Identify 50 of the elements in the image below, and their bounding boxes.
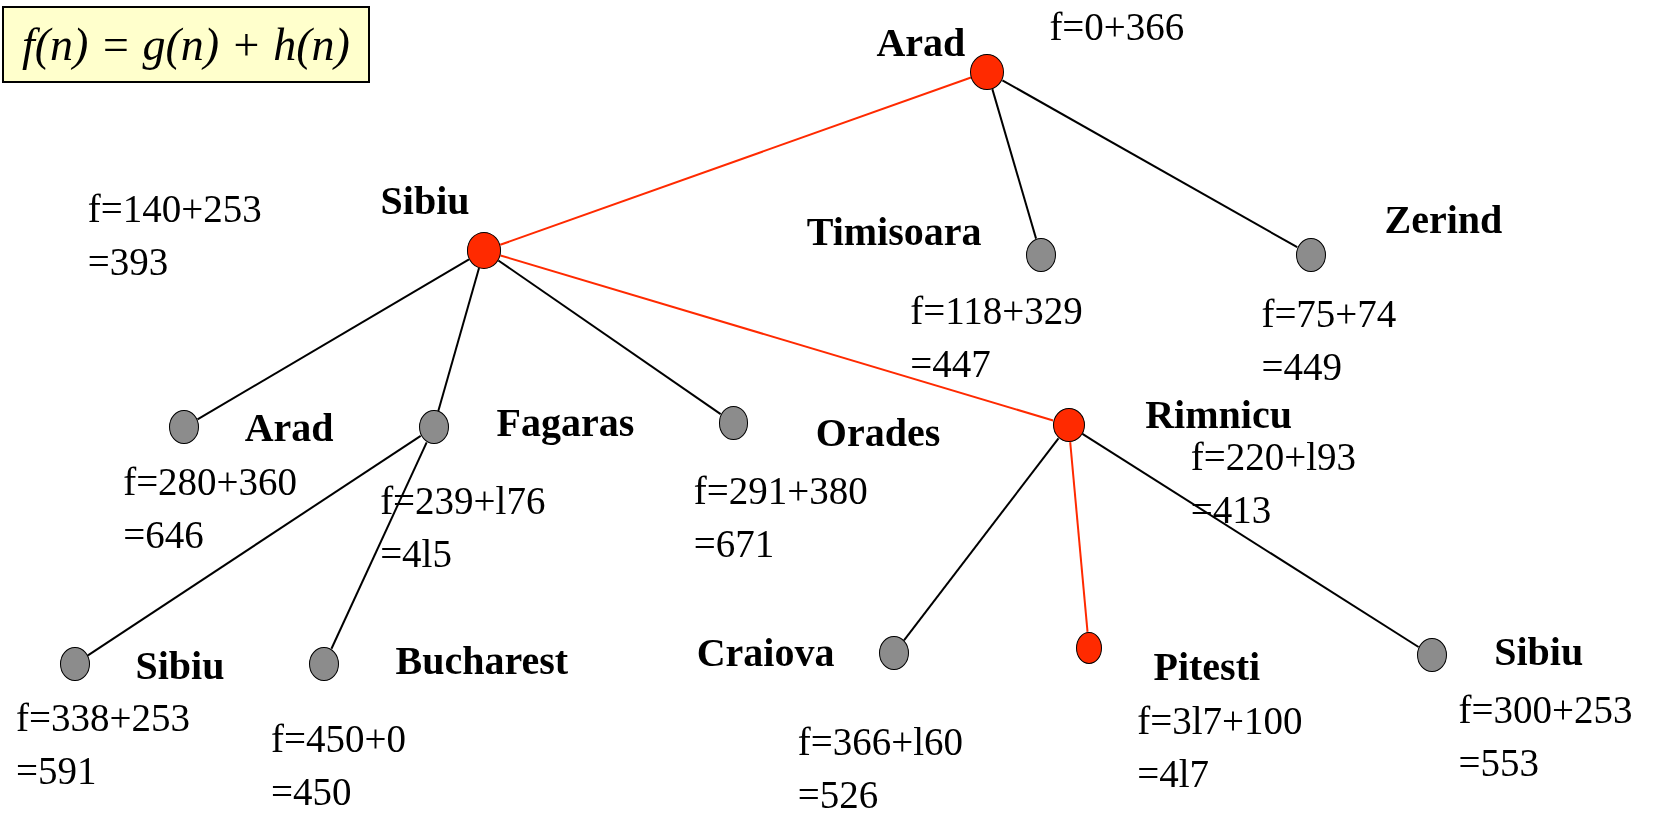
tree-edge	[991, 88, 1038, 240]
tree-edge	[1081, 432, 1420, 648]
cost-value: f=300+253 =553	[1458, 687, 1633, 787]
tree-node-circle	[1416, 638, 1447, 673]
tree-node-circle	[169, 410, 200, 445]
city-name: Timisoara	[806, 212, 982, 253]
tree-node-circle	[1076, 631, 1102, 664]
city-name: Rimnicu	[1145, 395, 1292, 436]
city-name: Sibiu	[1494, 632, 1584, 673]
tree-edge	[196, 258, 470, 421]
tree-edge	[497, 259, 722, 416]
cost-value: f=140+253 =393	[87, 186, 262, 286]
tree-node-circle	[1295, 237, 1326, 272]
cost-value: f=291+380 =671	[693, 467, 868, 567]
city-name: Arad	[244, 408, 334, 449]
city-name: Arad	[876, 22, 966, 63]
tree-edge	[499, 254, 1055, 422]
tree-edge	[1069, 441, 1089, 633]
city-name: Orades	[815, 412, 941, 453]
tree-node-circle	[879, 636, 910, 671]
tree-edge	[437, 267, 481, 412]
cost-value: f=366+l60 =526	[797, 719, 964, 819]
tree-edge	[1001, 79, 1299, 249]
tree-node-circle	[59, 646, 90, 681]
city-name: Sibiu	[135, 646, 225, 687]
cost-value: f=118+329 =447	[910, 287, 1083, 387]
tree-node-circle	[418, 410, 449, 445]
cost-value: f=0+366	[1049, 4, 1185, 50]
cost-value: f=3l7+100 =4l7	[1137, 697, 1303, 797]
cost-value: f=280+360 =646	[123, 459, 298, 559]
city-name: Zerind	[1384, 199, 1503, 240]
tree-node-circle	[309, 646, 340, 681]
formula-box: f(n) = g(n) + h(n)	[2, 6, 370, 83]
tree-edge	[903, 437, 1060, 642]
cost-value: f=338+253 =591	[16, 694, 191, 794]
city-name: Fagaras	[496, 402, 635, 443]
city-name: Pitesti	[1153, 647, 1261, 688]
tree-edge	[86, 434, 422, 657]
tree-node-circle	[718, 405, 749, 441]
tree-node-circle	[970, 53, 1005, 90]
city-name: Sibiu	[380, 181, 470, 222]
tree-edge	[330, 441, 428, 650]
city-name: Bucharest	[395, 640, 569, 681]
tree-edge	[499, 76, 972, 246]
cost-value: f=450+0 =450	[270, 716, 406, 816]
city-name: Craiova	[696, 633, 835, 674]
tree-node-circle	[466, 232, 502, 269]
tree-node-circle	[1052, 407, 1085, 443]
tree-node-circle	[1025, 237, 1056, 272]
cost-value: f=75+74 =449	[1261, 290, 1397, 390]
